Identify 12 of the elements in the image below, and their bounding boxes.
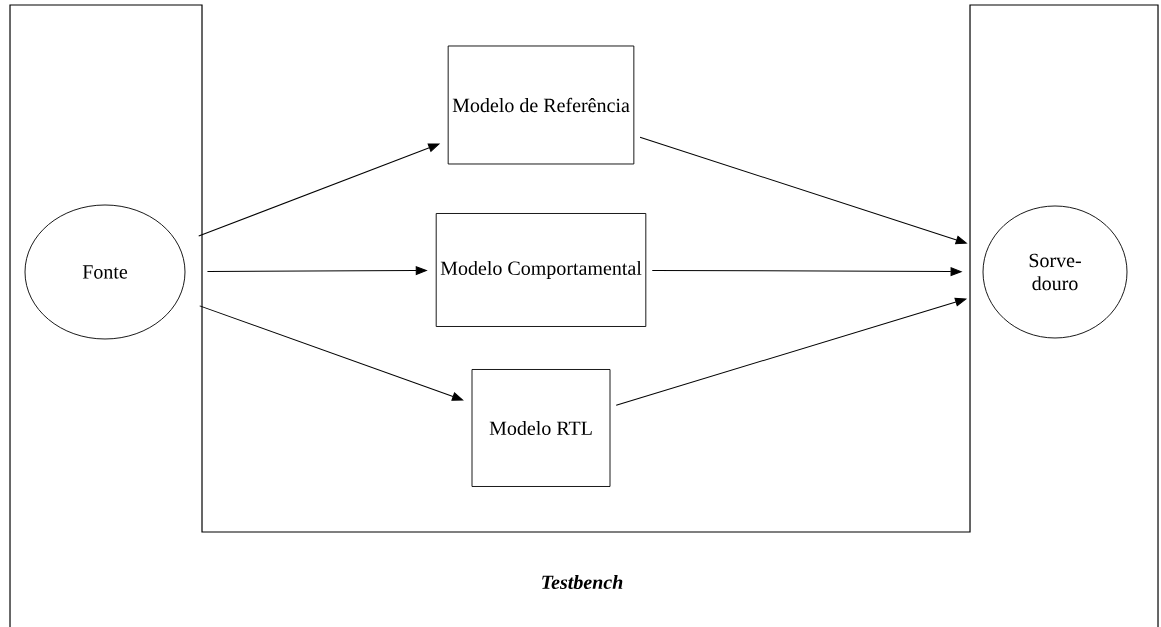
process-box: Modelo RTL [471,369,611,487]
arrow [615,297,967,406]
ellipse-node: Fonte [24,204,186,340]
process-box: Modelo de Referência [447,45,635,165]
arrow [651,267,962,276]
ellipse-node: Sorve-douro [982,205,1128,339]
arrow [206,266,427,275]
arrow [198,143,440,237]
arrow [199,305,464,401]
arrow [639,136,967,245]
process-box: Modelo Comportamental [435,213,647,327]
frame-label: Testbench [542,574,623,590]
